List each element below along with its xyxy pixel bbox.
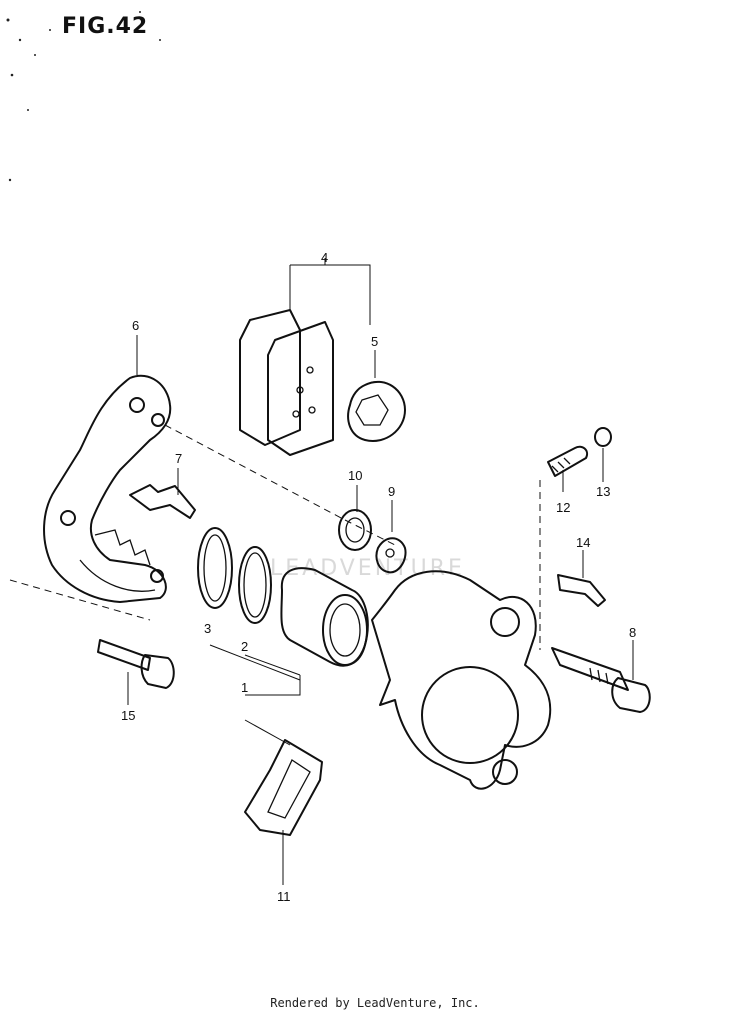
callout-4: 4	[321, 250, 328, 265]
assembly-lines	[9, 424, 541, 650]
piston-and-seals	[197, 527, 369, 667]
washer	[375, 537, 407, 574]
callout-11: 11	[277, 889, 291, 904]
boot	[338, 509, 372, 551]
scan-noise	[6, 11, 161, 182]
callout-15: 15	[121, 708, 135, 723]
mounting-bolt	[97, 639, 175, 689]
callout-2: 2	[241, 639, 248, 654]
callout-1: 1	[241, 680, 248, 695]
footer-credit: Rendered by LeadVenture, Inc.	[270, 996, 480, 1010]
callout-7: 7	[175, 451, 182, 466]
mounting-plate	[244, 739, 323, 836]
caliper-bracket	[43, 374, 172, 603]
figure-title: FIG.42	[62, 14, 149, 39]
callout-14: 14	[576, 535, 590, 550]
callout-labels: 4 5 6 7 10 9 12 13 14 8 3 2 1 15 11	[121, 250, 636, 904]
callout-3: 3	[204, 621, 211, 636]
brake-pads	[239, 309, 334, 456]
callout-9: 9	[388, 484, 395, 499]
callout-8: 8	[629, 625, 636, 640]
callout-13: 13	[596, 484, 610, 499]
bleeder-cap	[594, 427, 612, 447]
bleeder-valve	[547, 445, 588, 477]
pad-clip	[129, 484, 196, 519]
callout-5: 5	[371, 334, 378, 349]
caliper-bolt	[551, 647, 651, 713]
leader-lines	[127, 258, 634, 885]
callout-10: 10	[348, 468, 362, 483]
callout-12: 12	[556, 500, 570, 515]
pad-shim	[347, 380, 406, 442]
callout-6: 6	[132, 318, 139, 333]
pad-spring	[557, 574, 606, 607]
caliper-body	[371, 570, 552, 790]
